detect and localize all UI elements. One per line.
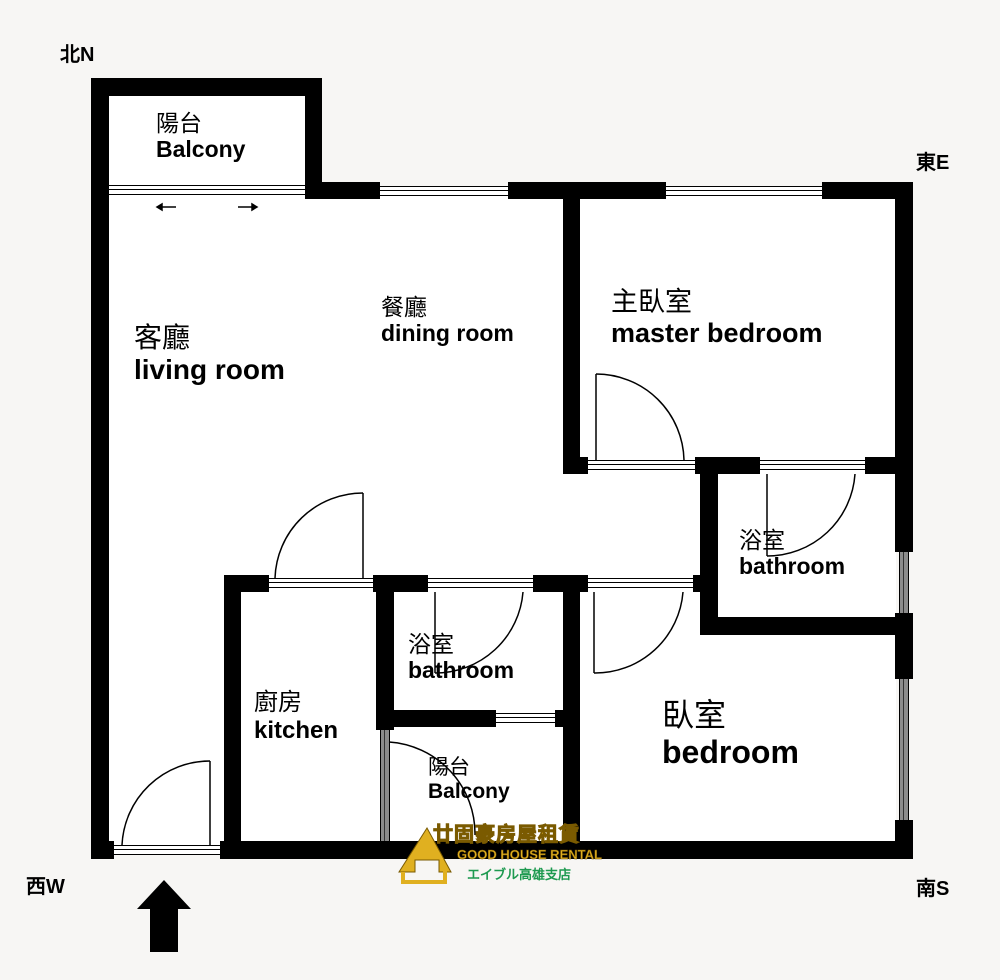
door-master-bedroom[interactable] <box>595 373 685 461</box>
logo-text-jp: エイブル高雄支店 <box>467 867 572 882</box>
kitchen-zh: 廚房 <box>254 689 302 716</box>
sliding-door-balcony <box>109 185 305 195</box>
wall-west <box>91 78 109 858</box>
window-bathroom <box>496 713 555 723</box>
room-label-balcony-north: 陽台 Balcony <box>156 110 245 163</box>
room-label-living: 客廳 living room <box>134 322 285 386</box>
sliding-door-south-balcony <box>380 730 390 841</box>
door-entrance[interactable] <box>121 760 211 846</box>
compass-west-label: 西W <box>26 876 65 898</box>
door-bedroom[interactable] <box>593 591 684 674</box>
compass-north-label: 北N <box>60 44 95 66</box>
balcony-south-zh: 陽台 <box>428 756 470 779</box>
wall-balcony-east <box>305 78 322 198</box>
room-label-bathroom: 浴室 bathroom <box>408 631 514 684</box>
room-label-balcony-south: 陽台 Balcony <box>428 756 510 804</box>
window-dining <box>380 186 508 196</box>
wall-balcony-top <box>91 78 322 96</box>
compass-east-label: 東E <box>916 152 950 174</box>
wall-master-south-east <box>865 457 913 474</box>
balcony-north-en: Balcony <box>156 136 246 163</box>
door-south-balcony[interactable] <box>388 741 476 836</box>
master-bathroom-zh: 浴室 <box>739 527 785 553</box>
wall-north-1 <box>305 182 380 199</box>
door-master-bathroom[interactable] <box>766 473 856 557</box>
wall-master-south-stub <box>563 457 588 474</box>
compass-south-label: 南S <box>916 878 950 900</box>
room-label-bedroom: 臥室 bedroom <box>662 697 799 771</box>
sliding-arrows <box>155 202 259 212</box>
wall-kitchen-west <box>224 575 241 855</box>
wall-kitchen-east <box>376 575 394 730</box>
wall-bath-south-stub <box>555 710 580 727</box>
logo-text-en: GOOD HOUSE RENTAL <box>457 847 602 863</box>
window-bedroom <box>899 679 909 820</box>
master-bathroom-en: bathroom <box>739 553 846 580</box>
door-bathroom[interactable] <box>434 591 524 674</box>
wall-bedroom-door-stub <box>693 575 705 592</box>
master-bedroom-en: master bedroom <box>611 318 823 349</box>
dining-zh: 餐廳 <box>381 294 427 320</box>
balcony-south-en: Balcony <box>428 780 510 804</box>
bathroom-zh: 浴室 <box>408 631 454 657</box>
entrance-arrow-icon <box>137 880 191 952</box>
wall-bath-south <box>376 710 496 727</box>
wall-south-west-stub <box>91 841 114 859</box>
dining-en: dining room <box>381 320 514 347</box>
logo-text-zh: 廿固豪房屋租賃 <box>433 824 580 847</box>
threshold-master-bath <box>760 460 865 470</box>
window-master-bedroom <box>666 186 822 196</box>
threshold-bathroom <box>428 578 533 588</box>
balcony-north-floor <box>109 96 305 188</box>
threshold-bedroom <box>588 578 693 588</box>
threshold-entrance <box>114 845 220 855</box>
living-en: living room <box>134 354 285 386</box>
wall-master-west <box>563 198 580 474</box>
bedroom-zh: 臥室 <box>662 697 727 733</box>
bedroom-en: bedroom <box>662 733 799 770</box>
kitchen-en: kitchen <box>254 716 339 744</box>
wall-north-3 <box>822 182 913 199</box>
door-kitchen[interactable] <box>274 492 364 579</box>
room-label-dining: 餐廳 dining room <box>381 294 514 347</box>
threshold-master-bedroom <box>588 460 695 470</box>
room-label-master-bathroom: 浴室 bathroom <box>739 527 845 580</box>
master-bedroom-zh: 主臥室 <box>611 287 692 317</box>
wall-north-2 <box>508 182 666 199</box>
balcony-north-zh: 陽台 <box>156 110 202 136</box>
bathroom-en: bathroom <box>408 657 515 684</box>
living-zh: 客廳 <box>134 322 191 353</box>
good-house-rental-logo: 廿固豪房屋租賃 GOOD HOUSE RENTAL エイブル高雄支店 <box>395 818 610 884</box>
window-master-bathroom <box>899 552 909 613</box>
threshold-kitchen <box>269 578 373 588</box>
house-logo-icon <box>398 827 452 884</box>
room-label-master-bedroom: 主臥室 master bedroom <box>611 287 823 349</box>
wall-master-bath-south <box>700 617 913 635</box>
room-label-kitchen: 廚房 kitchen <box>254 689 338 744</box>
